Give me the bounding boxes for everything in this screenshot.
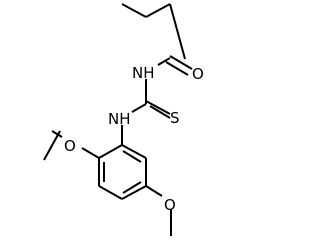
ring-bond-c3-c4 bbox=[98, 185, 123, 200]
bond-ring-o-meta bbox=[145, 185, 163, 197]
bond-carbonyl-1 bbox=[169, 55, 193, 70]
ring-double-c4-c5 bbox=[122, 181, 142, 194]
ring-double-c1-c6 bbox=[122, 150, 142, 163]
bond-ring-o-ortho bbox=[81, 147, 100, 159]
bond-acyl-nh bbox=[157, 57, 171, 66]
bond-ethyl-ch3 bbox=[121, 3, 147, 18]
bond-carbonyl-2 bbox=[165, 61, 189, 76]
ring-bond-c6-c1 bbox=[121, 144, 147, 159]
molecule-canvas: O NH S NH O O bbox=[43, 3, 204, 236]
bond-ethyl-ch2 bbox=[145, 3, 171, 18]
structure-diagram: O NH S NH O O bbox=[43, 3, 204, 236]
atom-label-o-methoxy-meta: O bbox=[164, 196, 176, 214]
atom-label-nh-amide: NH bbox=[132, 64, 155, 82]
ring-bond-c4-c5 bbox=[121, 185, 147, 200]
atom-label-nh-aryl: NH bbox=[108, 110, 131, 128]
ring-bond-c1-c2 bbox=[98, 144, 123, 159]
atom-label-o-methoxy-ortho: O bbox=[64, 137, 76, 155]
bond-methyl-ortho bbox=[43, 130, 61, 161]
atom-label-o-carbonyl: O bbox=[192, 65, 204, 83]
bond-thione-1 bbox=[145, 100, 171, 115]
bond-thione-2 bbox=[149, 105, 171, 119]
bond-o-methyl-ortho bbox=[51, 130, 63, 138]
atom-label-s: S bbox=[170, 109, 180, 127]
bond-acyl-carbon bbox=[169, 3, 186, 60]
bond-thiocarbonyl-nh bbox=[131, 103, 147, 113]
